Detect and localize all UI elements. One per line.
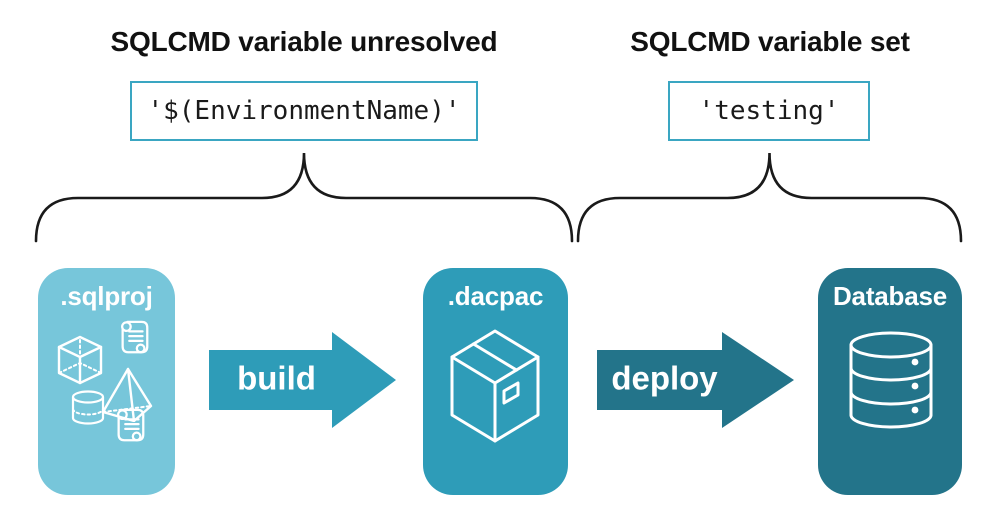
code-environment-name: '$(EnvironmentName)' [147, 96, 461, 126]
node-dacpac-label: .dacpac [447, 281, 544, 311]
right-arrow-shape [597, 332, 794, 428]
scroll-icon [117, 408, 145, 442]
node-sqlproj: .sqlproj [38, 268, 175, 495]
heading-sqlcmd-unresolved: SQLCMD variable unresolved [110, 26, 498, 57]
scroll-icon [121, 320, 149, 354]
right-arrow-shape [209, 332, 396, 428]
node-database: Database [818, 268, 962, 495]
codebox-testing: 'testing' [668, 81, 870, 141]
deploy-arrow: deploy [597, 332, 794, 428]
cylinder-icon [71, 390, 105, 425]
codebox-environment-name: '$(EnvironmentName)' [130, 81, 478, 141]
build-arrow: build [209, 332, 396, 428]
code-testing: 'testing' [698, 96, 840, 126]
node-database-label: Database [832, 281, 948, 311]
heading-sqlcmd-set: SQLCMD variable set [630, 26, 910, 57]
deploy-arrow-label: deploy [611, 359, 718, 397]
database-cylinder-icon [849, 331, 933, 429]
build-arrow-label: build [237, 359, 316, 397]
node-dacpac: .dacpac [423, 268, 568, 495]
package-box-icon [450, 329, 540, 443]
right-brace [576, 152, 963, 243]
left-brace [34, 152, 574, 243]
cube-icon [57, 335, 103, 385]
node-sqlproj-label: .sqlproj [60, 281, 153, 311]
